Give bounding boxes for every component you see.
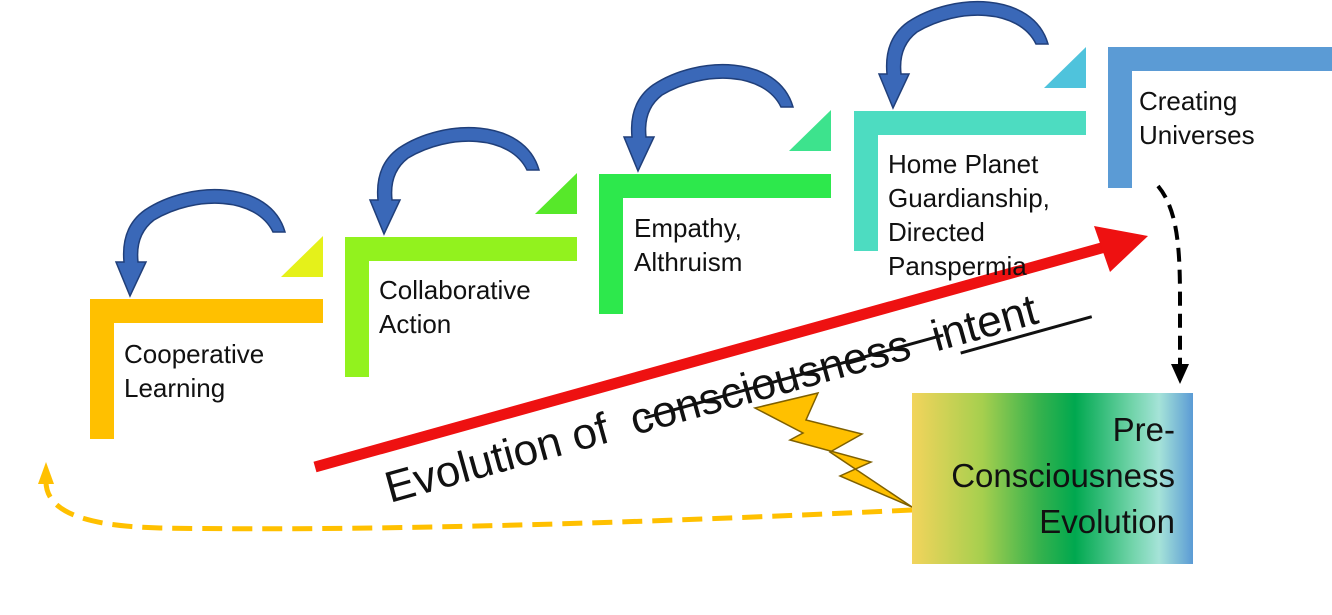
emphasis-underline: [960, 315, 1093, 355]
lightning-bolt-icon: [752, 391, 913, 508]
step-accent-triangle-guardianship: [1044, 47, 1086, 88]
step-accent-triangle-empathy: [789, 110, 831, 151]
step-accent-triangle-collaborative: [535, 173, 577, 214]
step-label-guardianship: Home Planet Guardianship, Directed Pansp…: [888, 149, 1050, 281]
step-label-collaborative: Collaborative Action: [379, 275, 531, 339]
step-bracket-collaborative: [345, 237, 577, 377]
curved-arrow-2: [368, 126, 540, 236]
step-bracket-cooperative: [90, 299, 323, 439]
dashed-return-arrow: [38, 462, 913, 532]
evolution-arrow: [313, 226, 1148, 473]
step-bracket-empathy: [599, 174, 831, 314]
pre-consciousness-label: Pre- Consciousness Evolution: [951, 411, 1175, 540]
step-bracket-creating: [1108, 47, 1332, 188]
dashed-down-arrow: [1156, 184, 1189, 384]
step-label-creating: Creating Universes: [1139, 86, 1255, 150]
curved-arrow-1: [114, 188, 286, 298]
struck-line: [644, 333, 944, 420]
curved-arrow-3: [622, 63, 794, 173]
step-accent-triangle-cooperative: [281, 236, 323, 277]
pre-consciousness-box: Pre- Consciousness Evolution: [912, 393, 1193, 564]
step-label-cooperative: Cooperative Learning: [124, 339, 265, 403]
step-label-empathy: Empathy, Althruism: [634, 213, 743, 277]
curved-arrow-4: [877, 0, 1049, 110]
step-bracket-guardianship: [854, 111, 1086, 251]
